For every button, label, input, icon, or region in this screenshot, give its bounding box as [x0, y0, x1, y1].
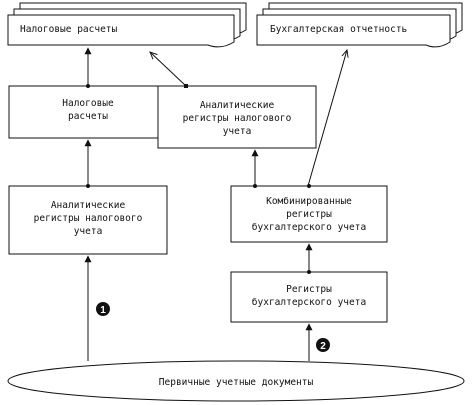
connector-dots [86, 84, 311, 274]
combined-registers-label-line-3: бухгалтерского учета [252, 222, 366, 233]
tax-reports-top-label-line-1: Налоговые расчеты [20, 24, 118, 35]
flow-marker-1-label: 1 [100, 305, 106, 316]
combined-registers-label: Комбинированные регистры бухгалтерского уч… [252, 196, 366, 233]
combined-registers-box [230, 185, 388, 243]
accounting-registers-label-line-2: бухгалтерского учета [252, 297, 366, 308]
tax-analytic-registers-right-label-line-1: Аналитические [200, 100, 275, 111]
tax-reports-top-label: Налоговые расчеты [20, 24, 118, 35]
accounting-reports-top-label-line-1: Бухгалтерская отчетность [270, 24, 408, 35]
tax-analytic-registers-right-box [157, 85, 317, 149]
combined-registers-label-line-2: регистры [286, 209, 332, 220]
flow-marker-2: 2 [316, 338, 330, 352]
accounting-reports-top-label: Бухгалтерская отчетность [270, 24, 408, 35]
arrow-right-analytic-to-tax-reports [150, 52, 187, 87]
accounting-registers-label: Регистры бухгалтерского учета [252, 284, 366, 308]
tax-analytic-registers-left-label-line-2: регистры налогового [34, 213, 143, 224]
tax-analytic-registers-left-label: Аналитические регистры налогового учета [34, 200, 143, 237]
tax-calc-label: Налоговые расчеты [62, 98, 114, 122]
accounting-registers-label-line-1: Регистры [286, 284, 332, 295]
flow-marker-2-label: 2 [320, 341, 326, 352]
tax-calc-label-line-2: расчеты [68, 111, 108, 122]
tax-analytic-registers-right-label-line-3: учета [223, 126, 252, 137]
primary-documents-label-line-1: Первичные учетные документы [159, 377, 314, 388]
primary-documents-label: Первичные учетные документы [159, 377, 314, 388]
tax-analytic-registers-left-box [8, 185, 168, 255]
tax-analytic-registers-right-label: Аналитические регистры налогового учета [183, 100, 292, 137]
accounting-registers-box [230, 271, 388, 323]
flow-marker-1: 1 [96, 302, 110, 316]
accounting-reports-document-stack: Бухгалтерская отчетность [256, 2, 463, 48]
tax-reports-document-stack: Налоговые расчеты [7, 2, 247, 48]
tax-calc-box [8, 85, 168, 139]
combined-registers-label-line-1: Комбинированные [266, 196, 352, 207]
tax-analytic-registers-left-label-line-1: Аналитические [51, 200, 126, 211]
primary-documents-ellipse [7, 360, 465, 402]
tax-analytic-registers-right-label-line-2: регистры налогового [183, 113, 292, 124]
arrow-combined-to-accounting-reports [307, 50, 347, 187]
tax-calc-label-line-1: Налоговые [62, 98, 114, 109]
connectors [84, 47, 347, 361]
tax-analytic-registers-left-label-line-3: учета [74, 226, 103, 237]
